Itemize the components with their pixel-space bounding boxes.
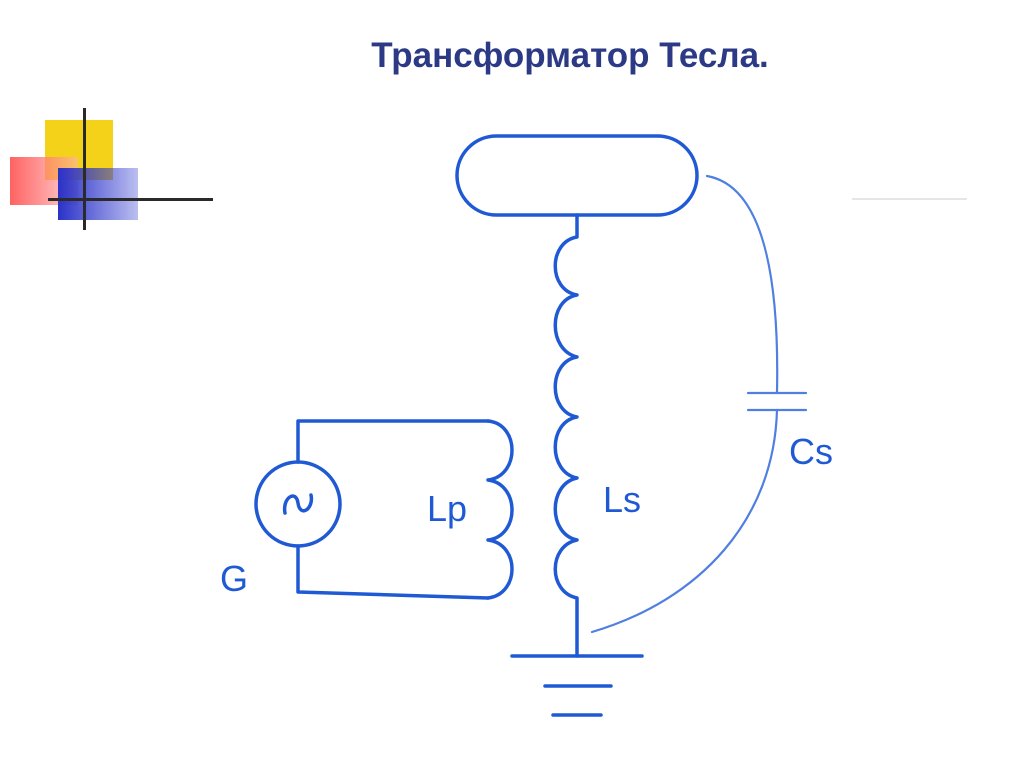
secondary-coil <box>553 213 579 658</box>
primary-coil-label: Lp <box>427 488 467 529</box>
secondary-coil-label: Ls <box>603 479 641 520</box>
top-load-electrode <box>455 134 699 217</box>
decor-blue-square <box>58 168 138 220</box>
capacitor-bottom-wire <box>590 408 779 634</box>
primary-bottom-wire <box>296 544 490 600</box>
capacitance-label: Cs <box>789 431 833 472</box>
decor-horizontal-line <box>48 198 213 201</box>
decor-faint-line <box>852 198 967 200</box>
primary-coil <box>486 419 514 600</box>
decor-vertical-line <box>83 108 86 230</box>
capacitor-top-wire <box>705 174 779 394</box>
primary-top-wire <box>296 419 490 464</box>
slide-title: Трансформатор Тесла. <box>371 36 769 75</box>
generator-label: G <box>220 558 248 599</box>
sine-wave-icon <box>282 493 314 515</box>
generator-symbol <box>254 460 342 548</box>
